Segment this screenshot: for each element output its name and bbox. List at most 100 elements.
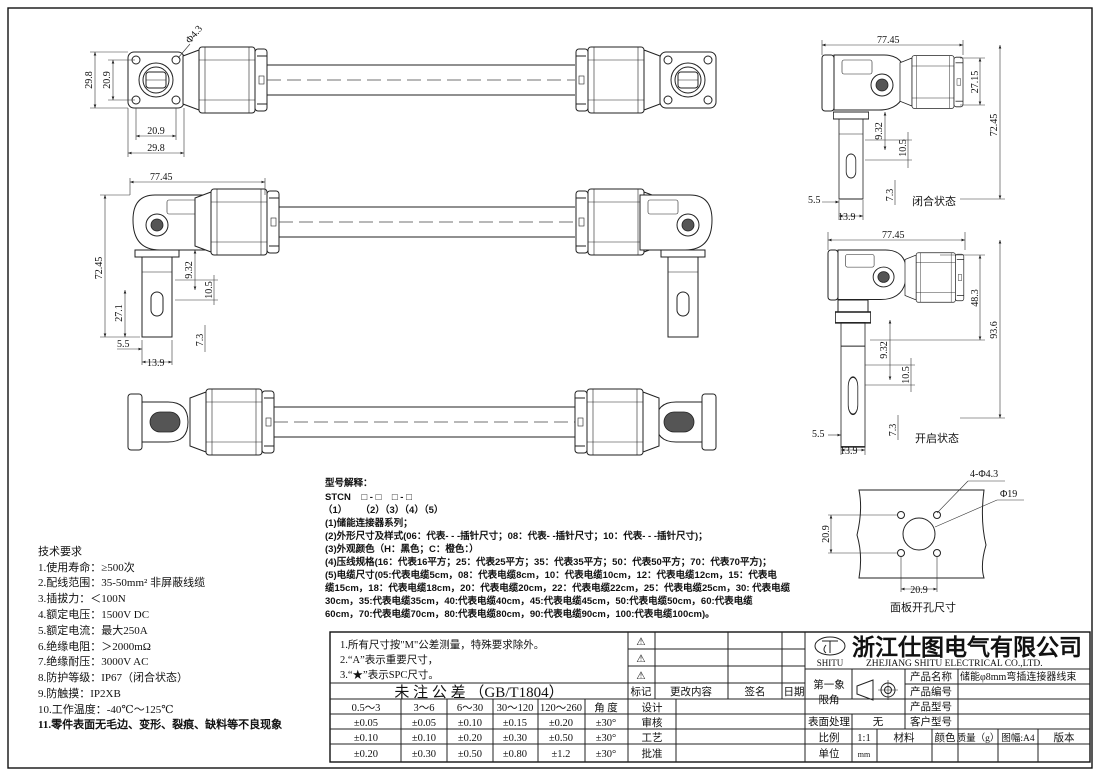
tolerance-cell: ±0.20 bbox=[458, 733, 482, 744]
surface-value: 无 bbox=[873, 717, 884, 728]
color-label: 颜色 bbox=[935, 731, 956, 744]
tolerance-cell: ±0.80 bbox=[503, 749, 527, 760]
company-name-en: ZHEJIANG SHITU ELECTRICAL CO.,LTD. bbox=[866, 659, 1043, 669]
product-name: 储能φ8mm弯插连接器线束 bbox=[960, 670, 1076, 683]
revision-mark-icon: ⚠ bbox=[636, 636, 646, 648]
dim-side-d6: 13.9 bbox=[147, 358, 165, 369]
dim-top-hole-pitch-v: 20.9 bbox=[102, 71, 113, 89]
product-no-label: 产品编号 bbox=[910, 685, 952, 698]
top-view: 29.8 20.9 Φ4.3 20.9 29.8 bbox=[84, 24, 717, 157]
dim-side-d4: 7.3 bbox=[195, 334, 206, 347]
requirement-item: 4.额定电压：1500V DC bbox=[38, 607, 149, 621]
model-line: (4)压线规格(16：代表16平方；25：代表25平方；35：代表35平方；50… bbox=[325, 556, 772, 568]
requirement-item: 9.防触摸：IP2XB bbox=[38, 686, 121, 700]
closed-state-caption: 闭合状态 bbox=[912, 194, 956, 208]
material-label: 材料 bbox=[894, 731, 915, 744]
revision-mark-icon: ⚠ bbox=[636, 670, 646, 682]
tolerance-cell: ±1.2 bbox=[552, 749, 571, 760]
dim-top-height: 29.8 bbox=[84, 71, 95, 89]
dim-open-d6: 13.9 bbox=[840, 446, 858, 457]
company-name-cn: 浙江仕图电气有限公司 bbox=[852, 634, 1082, 660]
note-line: 2.“A”表示重要尺寸， bbox=[340, 653, 438, 666]
tolerance-cell: ±0.20 bbox=[549, 718, 573, 729]
revision-header-date: 日期 bbox=[784, 686, 805, 698]
revision-mark-icon: ⚠ bbox=[636, 653, 646, 665]
product-type-label: 产品型号 bbox=[910, 700, 952, 713]
tech-requirements: 技术要求 1.使用寿命：≥500次 2.配线范围：35-50mm² 非屏蔽线缆 … bbox=[38, 545, 282, 731]
dim-side-d5: 5.5 bbox=[117, 339, 130, 350]
side-view: 77.45 72.45 27.1 9.32 10.5 7.3 5.5 13.9 bbox=[94, 172, 713, 369]
tolerance-cell: ±30° bbox=[596, 733, 616, 744]
dim-open-d4: 7.3 bbox=[888, 424, 899, 437]
dim-closed-d1: 9.32 bbox=[874, 122, 885, 140]
model-explanation: 型号解释： STCN □ - □ □ - □ （1） （2）（3）（4）（5） … bbox=[323, 477, 791, 620]
tolerance-cell: ±0.15 bbox=[503, 718, 527, 729]
dim-open-d1: 9.32 bbox=[879, 341, 890, 359]
model-line: (1)储能连接器系列； bbox=[325, 517, 413, 529]
tolerance-header: 3～6 bbox=[414, 703, 435, 714]
dim-closed-d5: 5.5 bbox=[808, 195, 821, 206]
note-line: 1.所有尺寸按"M"公差测量，特殊要求除外。 bbox=[340, 638, 544, 651]
tolerance-cell: ±0.05 bbox=[354, 718, 378, 729]
panel-center-hole-label: Φ19 bbox=[1000, 489, 1017, 500]
panel-cutout-caption: 面板开孔尺寸 bbox=[890, 600, 956, 614]
bottom-view bbox=[127, 388, 717, 456]
model-line: (3)外观颜色（H：黑色；C：橙色：） bbox=[325, 543, 479, 555]
customer-type-label: 客户型号 bbox=[910, 715, 952, 728]
drawing-frame bbox=[7, 7, 1093, 769]
dim-top-hole-pitch-h: 20.9 bbox=[147, 126, 165, 137]
tolerance-cell: ±0.30 bbox=[503, 733, 527, 744]
projection-label: 限角 bbox=[819, 694, 840, 706]
sheet-size: 图幅:A4 bbox=[1001, 732, 1035, 744]
requirement-item: 1.使用寿命：≥500次 bbox=[38, 560, 135, 574]
dim-closed-d2: 10.5 bbox=[898, 139, 909, 157]
revision-header-mark: 标记 bbox=[631, 686, 652, 698]
tolerance-header: 角 度 bbox=[594, 701, 618, 714]
tolerance-cell: ±0.10 bbox=[412, 733, 436, 744]
panel-pitch-v: 20.9 bbox=[821, 525, 832, 543]
dim-closed-d6: 13.9 bbox=[838, 212, 856, 223]
dim-side-height: 72.45 bbox=[94, 257, 105, 280]
dim-closed-length: 77.45 bbox=[877, 35, 900, 46]
unit-value: mm bbox=[858, 750, 871, 759]
tolerance-cell: ±0.05 bbox=[412, 718, 436, 729]
requirement-item: 3.插拔力：＜100N bbox=[38, 591, 126, 605]
tolerance-header: 30～120 bbox=[497, 703, 534, 714]
dim-closed-d4: 7.3 bbox=[885, 189, 896, 202]
title-block: 1.所有尺寸按"M"公差测量，特殊要求除外。 2.“A”表示重要尺寸， 3.“★… bbox=[329, 631, 1091, 763]
model-code: STCN □ - □ □ - □ bbox=[325, 492, 412, 503]
approval-label: 设计 bbox=[642, 701, 663, 714]
dim-open-length: 77.45 bbox=[882, 230, 905, 241]
dim-side-length: 77.45 bbox=[150, 172, 173, 183]
version-label: 版本 bbox=[1054, 731, 1076, 744]
tolerance-cell: ±0.50 bbox=[458, 749, 482, 760]
tolerance-cell: ±0.50 bbox=[549, 733, 573, 744]
model-line: (5)电缆尺寸(05:代表电缆5cm，08：代表电缆8cm，10：代表电缆10c… bbox=[325, 569, 777, 581]
open-state-view: 77.45 48.3 93.6 9.32 10.5 7.3 5.5 13.9 开… bbox=[812, 230, 1005, 457]
panel-holes-label: 4-Φ4.3 bbox=[970, 469, 998, 480]
requirement-item: 2.配线范围：35-50mm² 非屏蔽线缆 bbox=[38, 575, 205, 589]
closed-state-view: 77.45 27.15 72.45 9.32 10.5 7.3 5.5 13.9… bbox=[808, 35, 1005, 223]
panel-cutout-view: 4-Φ4.3 Φ19 20.9 20.9 面板开孔尺寸 bbox=[821, 469, 1024, 614]
revision-header-content: 更改内容 bbox=[670, 685, 712, 698]
revision-header-sign: 签名 bbox=[745, 685, 766, 698]
tolerance-cell: ±30° bbox=[596, 718, 616, 729]
dim-side-d2: 10.5 bbox=[204, 281, 215, 299]
model-title: 型号解释： bbox=[325, 477, 373, 489]
scale-value: 1:1 bbox=[857, 733, 870, 744]
tolerance-cell: ±0.20 bbox=[354, 749, 378, 760]
model-line: 60cm，70:代表电缆70cm，80:代表电缆80cm，90:代表电缆90cm… bbox=[325, 608, 715, 620]
dim-open-right: 48.3 bbox=[970, 289, 981, 307]
model-line: (2)外形尺寸及样式(06：代表- - -插针尺寸；08：代表- -插针尺寸；1… bbox=[325, 530, 708, 542]
tolerance-header: 6～30 bbox=[457, 703, 483, 714]
product-name-label: 产品名称 bbox=[910, 670, 952, 683]
surface-label: 表面处理 bbox=[808, 715, 850, 728]
tech-requirements-title: 技术要求 bbox=[38, 545, 82, 558]
model-line: 缆15cm，18：代表电缆18cm，20：代表电缆20cm，22：代表电缆22c… bbox=[325, 582, 791, 594]
requirement-item: 10.工作温度：-40℃～125℃ bbox=[38, 702, 174, 716]
dim-closed-height: 72.45 bbox=[989, 114, 1000, 137]
dim-hole-dia: Φ4.3 bbox=[184, 24, 205, 46]
projection-label: 第一象 bbox=[813, 678, 845, 691]
note-line: 3.“★”表示SPC尺寸。 bbox=[340, 668, 439, 681]
